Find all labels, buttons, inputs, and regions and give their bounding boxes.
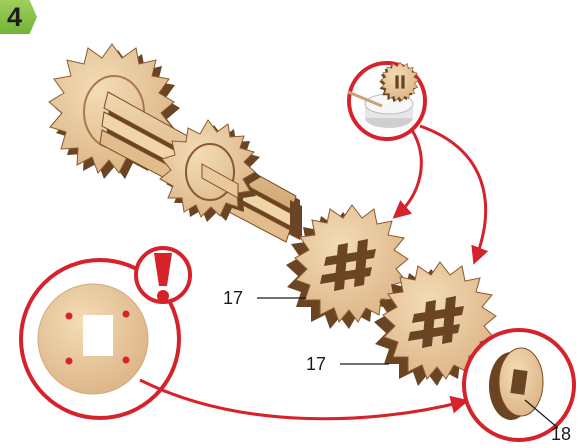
- label-gear-17-lower: 17: [306, 354, 327, 374]
- warning-badge: [134, 246, 192, 304]
- step-number: 4: [7, 2, 23, 32]
- square-hole: [83, 315, 113, 356]
- glue-dot: [122, 356, 130, 364]
- label-end-cap-18: 18: [551, 424, 572, 444]
- gear-17-upper: [286, 204, 409, 329]
- glue-arrow-upper: [392, 129, 423, 219]
- end-cap-18: [489, 347, 544, 420]
- end-cap-callout: [462, 328, 576, 442]
- glue-dot: [65, 357, 73, 365]
- detail-arrow: [139, 378, 469, 421]
- glue-arrow-lower: [419, 124, 489, 265]
- exclamation-icon: [154, 253, 172, 286]
- glue-dot: [122, 310, 130, 318]
- label-gear-17-upper: 17: [223, 288, 244, 308]
- small-gear-icon: [379, 61, 420, 103]
- gear-17-lower: [374, 261, 497, 386]
- detail-callout: [19, 258, 181, 420]
- glue-callout: [347, 61, 427, 141]
- glue-dot: [65, 312, 73, 320]
- step-badge: [0, 0, 37, 34]
- leader-18: [524, 399, 559, 429]
- hub-gear: [159, 119, 261, 222]
